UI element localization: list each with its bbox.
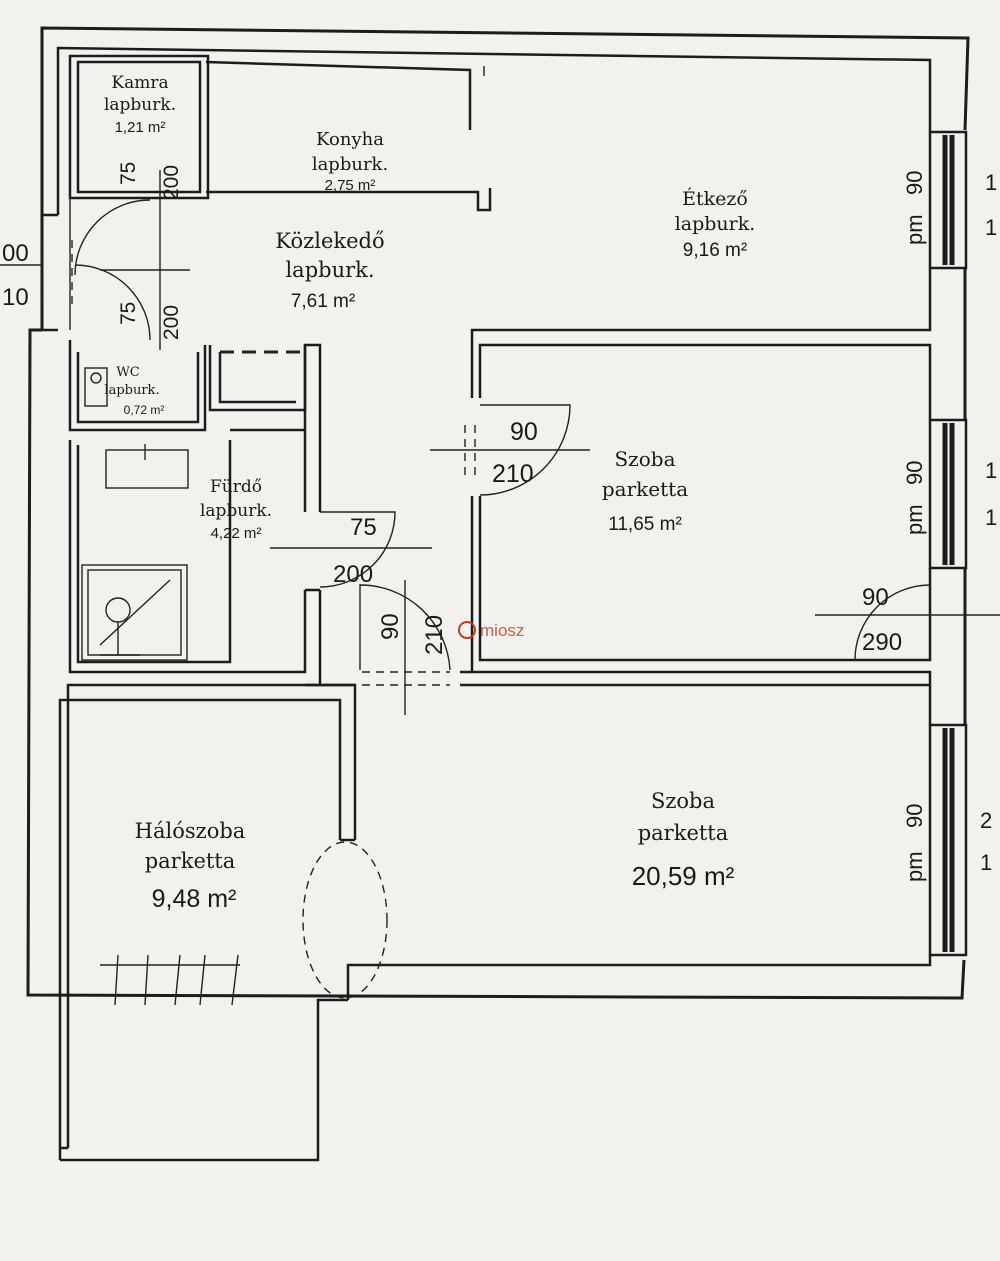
room-finish: lapburk. [200,501,272,521]
win2-right-1: 1 [985,458,997,483]
win3-right-1: 2 [980,808,992,833]
door-swings [74,199,931,999]
room-name: Hálószoba [135,819,246,843]
inner-wall-outline [42,46,932,1000]
dimension-lines [0,170,1000,715]
room-area: 0,72 m² [124,403,165,417]
wc-door-width: 75 [117,302,140,325]
room-area: 11,65 m² [608,514,682,535]
room-area: 9,48 m² [152,885,237,913]
room-finish: lapburk. [675,213,756,235]
szoba2-door-height: 290 [862,629,902,656]
win1-pm: pm [902,214,927,245]
kamra-door-width: 75 [117,162,140,185]
room-finish: parketta [638,821,729,845]
room-name: Konyha [316,129,384,150]
room-area: 7,61 m² [291,291,355,312]
szoba2-door-width: 90 [862,584,889,611]
entry-dim-bottom: 10 [2,284,29,311]
window-labels: 90 pm 1 1 90 pm 1 1 90 pm 2 1 [902,170,997,882]
furdo-door-width: 75 [350,514,377,541]
room-label-kamra: Kamra lapburk. 1,21 m² [104,73,176,136]
room-finish: lapburk. [104,383,159,398]
wc-door-height: 200 [160,305,183,340]
win3-pm: pm [902,851,927,882]
kamra-walls [68,54,210,200]
room-finish: parketta [602,477,688,501]
room-area: 4,22 m² [211,525,262,542]
win3-right-2: 1 [980,850,992,875]
room-label-szoba2: Szoba parketta 20,59 m² [632,789,735,891]
room-name: Kamra [111,73,168,93]
window-2 [928,418,968,570]
room-area: 20,59 m² [632,861,735,891]
shower-fixture [81,564,188,661]
sink-fixture [105,444,189,489]
room-name: Közlekedő [275,229,384,253]
haloszoba-walls [58,670,930,1162]
szoba1-door-width: 90 [510,418,538,446]
room-name: Szoba [651,789,715,813]
room-name: Fürdő [210,477,262,497]
door-labels: 75 200 75 200 90 210 75 200 90 210 90 29… [2,162,902,656]
kamra-door-height: 200 [160,165,183,200]
room-label-konyha: Konyha lapburk. 2,75 m² [312,129,388,194]
halo-door-width: 90 [377,613,404,640]
room-name: WC [116,365,139,380]
watermark: miosz [458,621,524,640]
room-finish: lapburk. [104,95,176,115]
win1-width: 90 [902,171,927,195]
room-finish: parketta [145,849,236,873]
win3-width: 90 [902,804,927,828]
furdo-door-height: 200 [333,561,373,588]
room-finish: lapburk. [285,258,374,282]
room-name: Szoba [614,447,675,471]
room-label-furdo: Fürdő lapburk. 4,22 m² [200,477,272,542]
outer-wall [26,26,970,1000]
entry-dim-top: 00 [2,240,29,267]
win2-width: 90 [902,461,927,485]
room-area: 9,16 m² [683,240,747,261]
room-label-kozleked: Közlekedő lapburk. 7,61 m² [275,229,384,312]
szoba1-door-height: 210 [492,460,534,488]
watermark-text: miosz [480,621,524,640]
wc-fixture [84,367,108,407]
win1-right-2: 1 [985,215,997,240]
win1-right-1: 1 [985,170,997,195]
room-area: 2,75 m² [325,177,376,194]
entry-marks [100,954,240,1006]
room-label-haloszoba: Hálószoba parketta 9,48 m² [135,819,246,913]
win2-right-2: 1 [985,505,997,530]
room-label-szoba1: Szoba parketta 11,65 m² [602,447,688,535]
room-area: 1,21 m² [115,119,166,136]
halo-door-height: 210 [421,615,448,655]
window-1 [928,130,968,270]
win2-pm: pm [902,504,927,535]
room-label-etkezo: Étkező lapburk. 9,16 m² [675,187,756,261]
room-finish: lapburk. [312,154,388,175]
room-label-wc: WC lapburk. 0,72 m² [104,365,164,417]
room-name: Étkező [682,187,748,210]
window-3 [928,723,968,957]
konyha-walls [205,60,492,212]
